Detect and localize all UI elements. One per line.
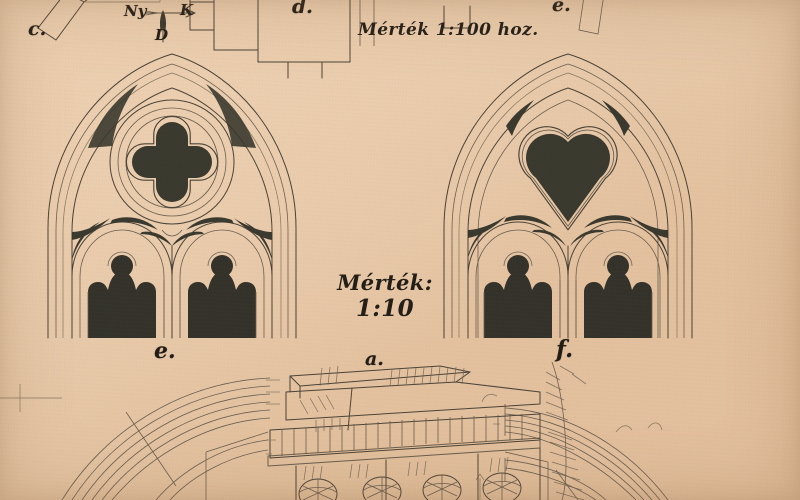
compass-label-east: K [180,1,194,19]
figure-label-f: f. [556,336,574,363]
compass-rose [145,8,196,43]
compass-label-south: D [155,26,169,44]
capital-knobs [298,472,522,500]
compass-label-west: Ny [124,2,147,20]
figure-label-e-top: e. [552,0,571,16]
arch-profile-left [0,377,271,500]
figure-label-e: e. [154,338,176,364]
cornice-perspective-sketch [266,361,587,500]
figure-label-c: c. [28,18,47,40]
scale-annotation-lower-line1: Mérték: [337,270,433,295]
gothic-window-quatrefoil [47,53,297,339]
ground-plan-fragment [37,0,604,79]
scale-annotation-lower: Mérték: 1:10 [330,270,440,322]
figure-label-a: a. [365,348,384,370]
figure-label-d: d. [292,0,313,18]
scale-annotation-lower-line2: 1:10 [355,294,415,322]
scale-annotation-upper: Mérték 1:100 hoz. [358,20,539,40]
gothic-window-trefoil [443,53,693,339]
arch-profile-right [475,394,669,500]
